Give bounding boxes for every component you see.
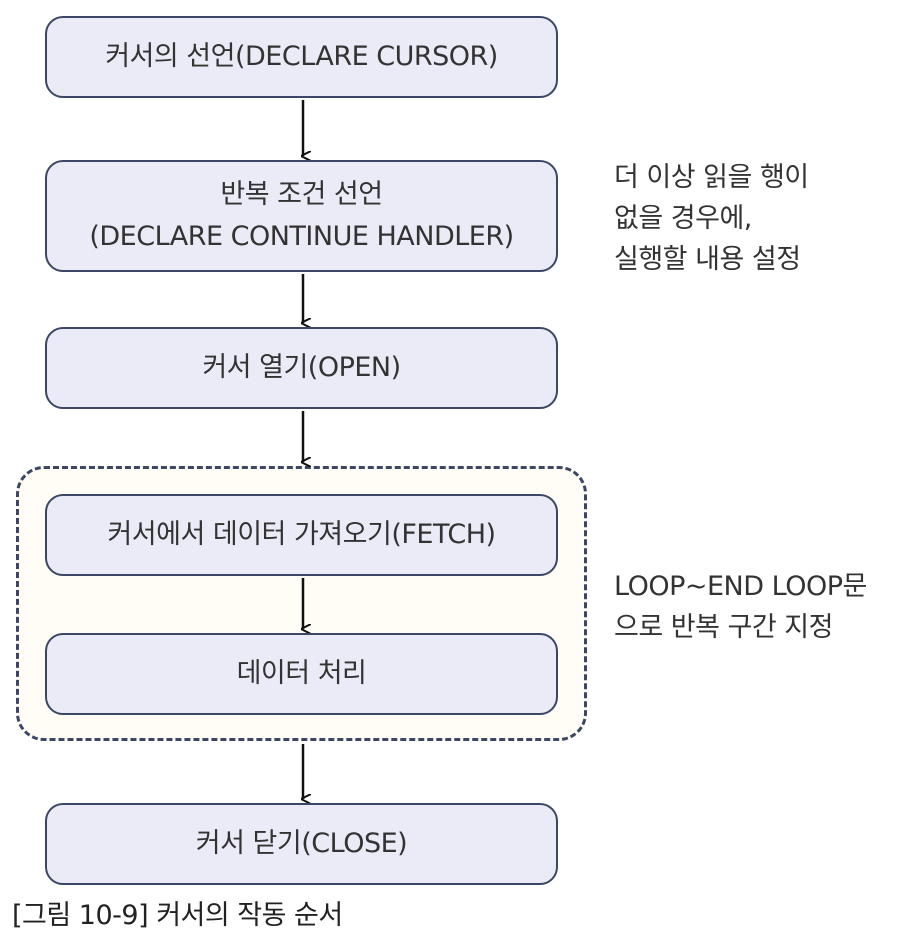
note-line: 실행할 내용 설정 xyxy=(614,244,801,275)
note-line: 더 이상 읽을 행이 xyxy=(614,162,809,193)
figure-caption: [그림 10-9] 커서의 작동 순서 xyxy=(12,900,343,931)
loop-note: LOOP~END LOOP문 으로 반복 구간 지정 xyxy=(614,566,867,648)
step-label-sub: (DECLARE CONTINUE HANDLER) xyxy=(89,221,514,252)
step-process: 데이터 처리 xyxy=(45,633,558,715)
step-declare-handler: 반복 조건 선언 (DECLARE CONTINUE HANDLER) xyxy=(45,160,558,272)
note-line: LOOP~END LOOP문 xyxy=(614,571,867,602)
note-line: 으로 반복 구간 지정 xyxy=(614,612,833,643)
step-close: 커서 닫기(CLOSE) xyxy=(45,803,558,885)
step-declare-cursor: 커서의 선언(DECLARE CURSOR) xyxy=(45,16,558,98)
step-label: 반복 조건 선언 xyxy=(220,179,383,210)
step-label: 커서 열기(OPEN) xyxy=(202,352,401,383)
step-open: 커서 열기(OPEN) xyxy=(45,327,558,409)
note-line: 없을 경우에, xyxy=(614,203,752,234)
step-label: 커서의 선언(DECLARE CURSOR) xyxy=(105,41,498,72)
step-fetch: 커서에서 데이터 가져오기(FETCH) xyxy=(45,494,558,576)
step-label: 커서 닫기(CLOSE) xyxy=(195,828,408,859)
step-label: 데이터 처리 xyxy=(236,658,367,689)
step-label: 커서에서 데이터 가져오기(FETCH) xyxy=(107,519,496,550)
handler-note: 더 이상 읽을 행이 없을 경우에, 실행할 내용 설정 xyxy=(614,157,809,280)
